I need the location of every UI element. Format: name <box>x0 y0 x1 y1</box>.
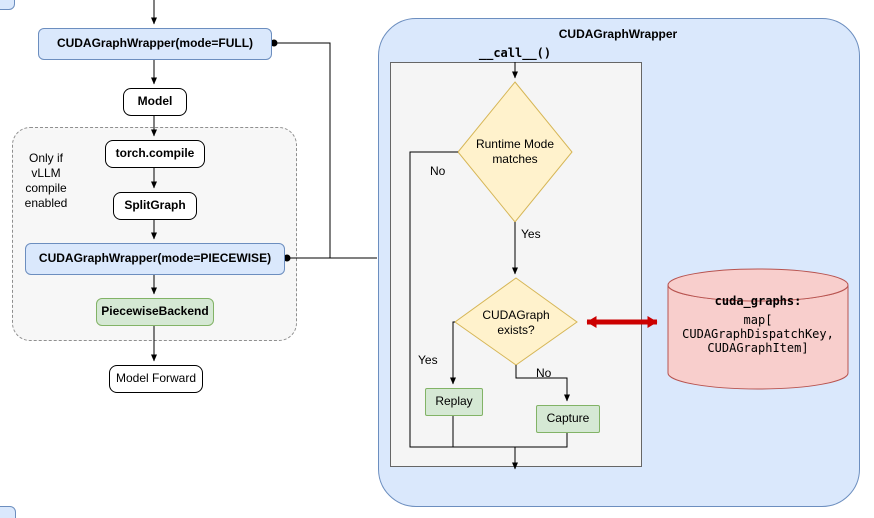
model-node: Model <box>123 88 187 116</box>
torch-compile-node: torch.compile <box>105 140 205 168</box>
cutoff-shape-bottom-left <box>0 506 16 518</box>
piecewise-backend-node: PiecewiseBackend <box>96 298 214 326</box>
exists-diamond-label: CUDAGraph exists? <box>482 308 550 337</box>
panel-title: CUDAGraphWrapper <box>558 27 678 41</box>
branch-label-no-exists: No <box>536 366 552 380</box>
model-forward-node: Model Forward <box>109 365 203 393</box>
piecewise-wrapper-node: CUDAGraphWrapper(mode=PIECEWISE) <box>25 243 285 275</box>
graph-store-body: map[ CUDAGraphDispatchKey, CUDAGraphItem… <box>682 313 834 355</box>
cutoff-shape-top-left <box>0 0 15 10</box>
graph-store-text: cuda_graphs: map[ CUDAGraphDispatchKey, … <box>668 294 848 355</box>
branch-label-no-runtime: No <box>430 164 446 178</box>
split-graph-node: SplitGraph <box>113 192 197 220</box>
full-wrapper-node: CUDAGraphWrapper(mode=FULL) <box>38 28 272 60</box>
runtime-diamond-label: Runtime Mode matches <box>475 137 555 166</box>
compile-only-note: Only if vLLM compile enabled <box>24 151 68 210</box>
graph-store-title: cuda_graphs: <box>714 294 802 308</box>
capture-node: Capture <box>536 405 600 433</box>
replay-node: Replay <box>425 388 483 416</box>
branch-label-yes-exists: Yes <box>418 353 438 367</box>
call-label: __call__() <box>478 45 552 60</box>
branch-label-yes-runtime: Yes <box>521 227 541 241</box>
